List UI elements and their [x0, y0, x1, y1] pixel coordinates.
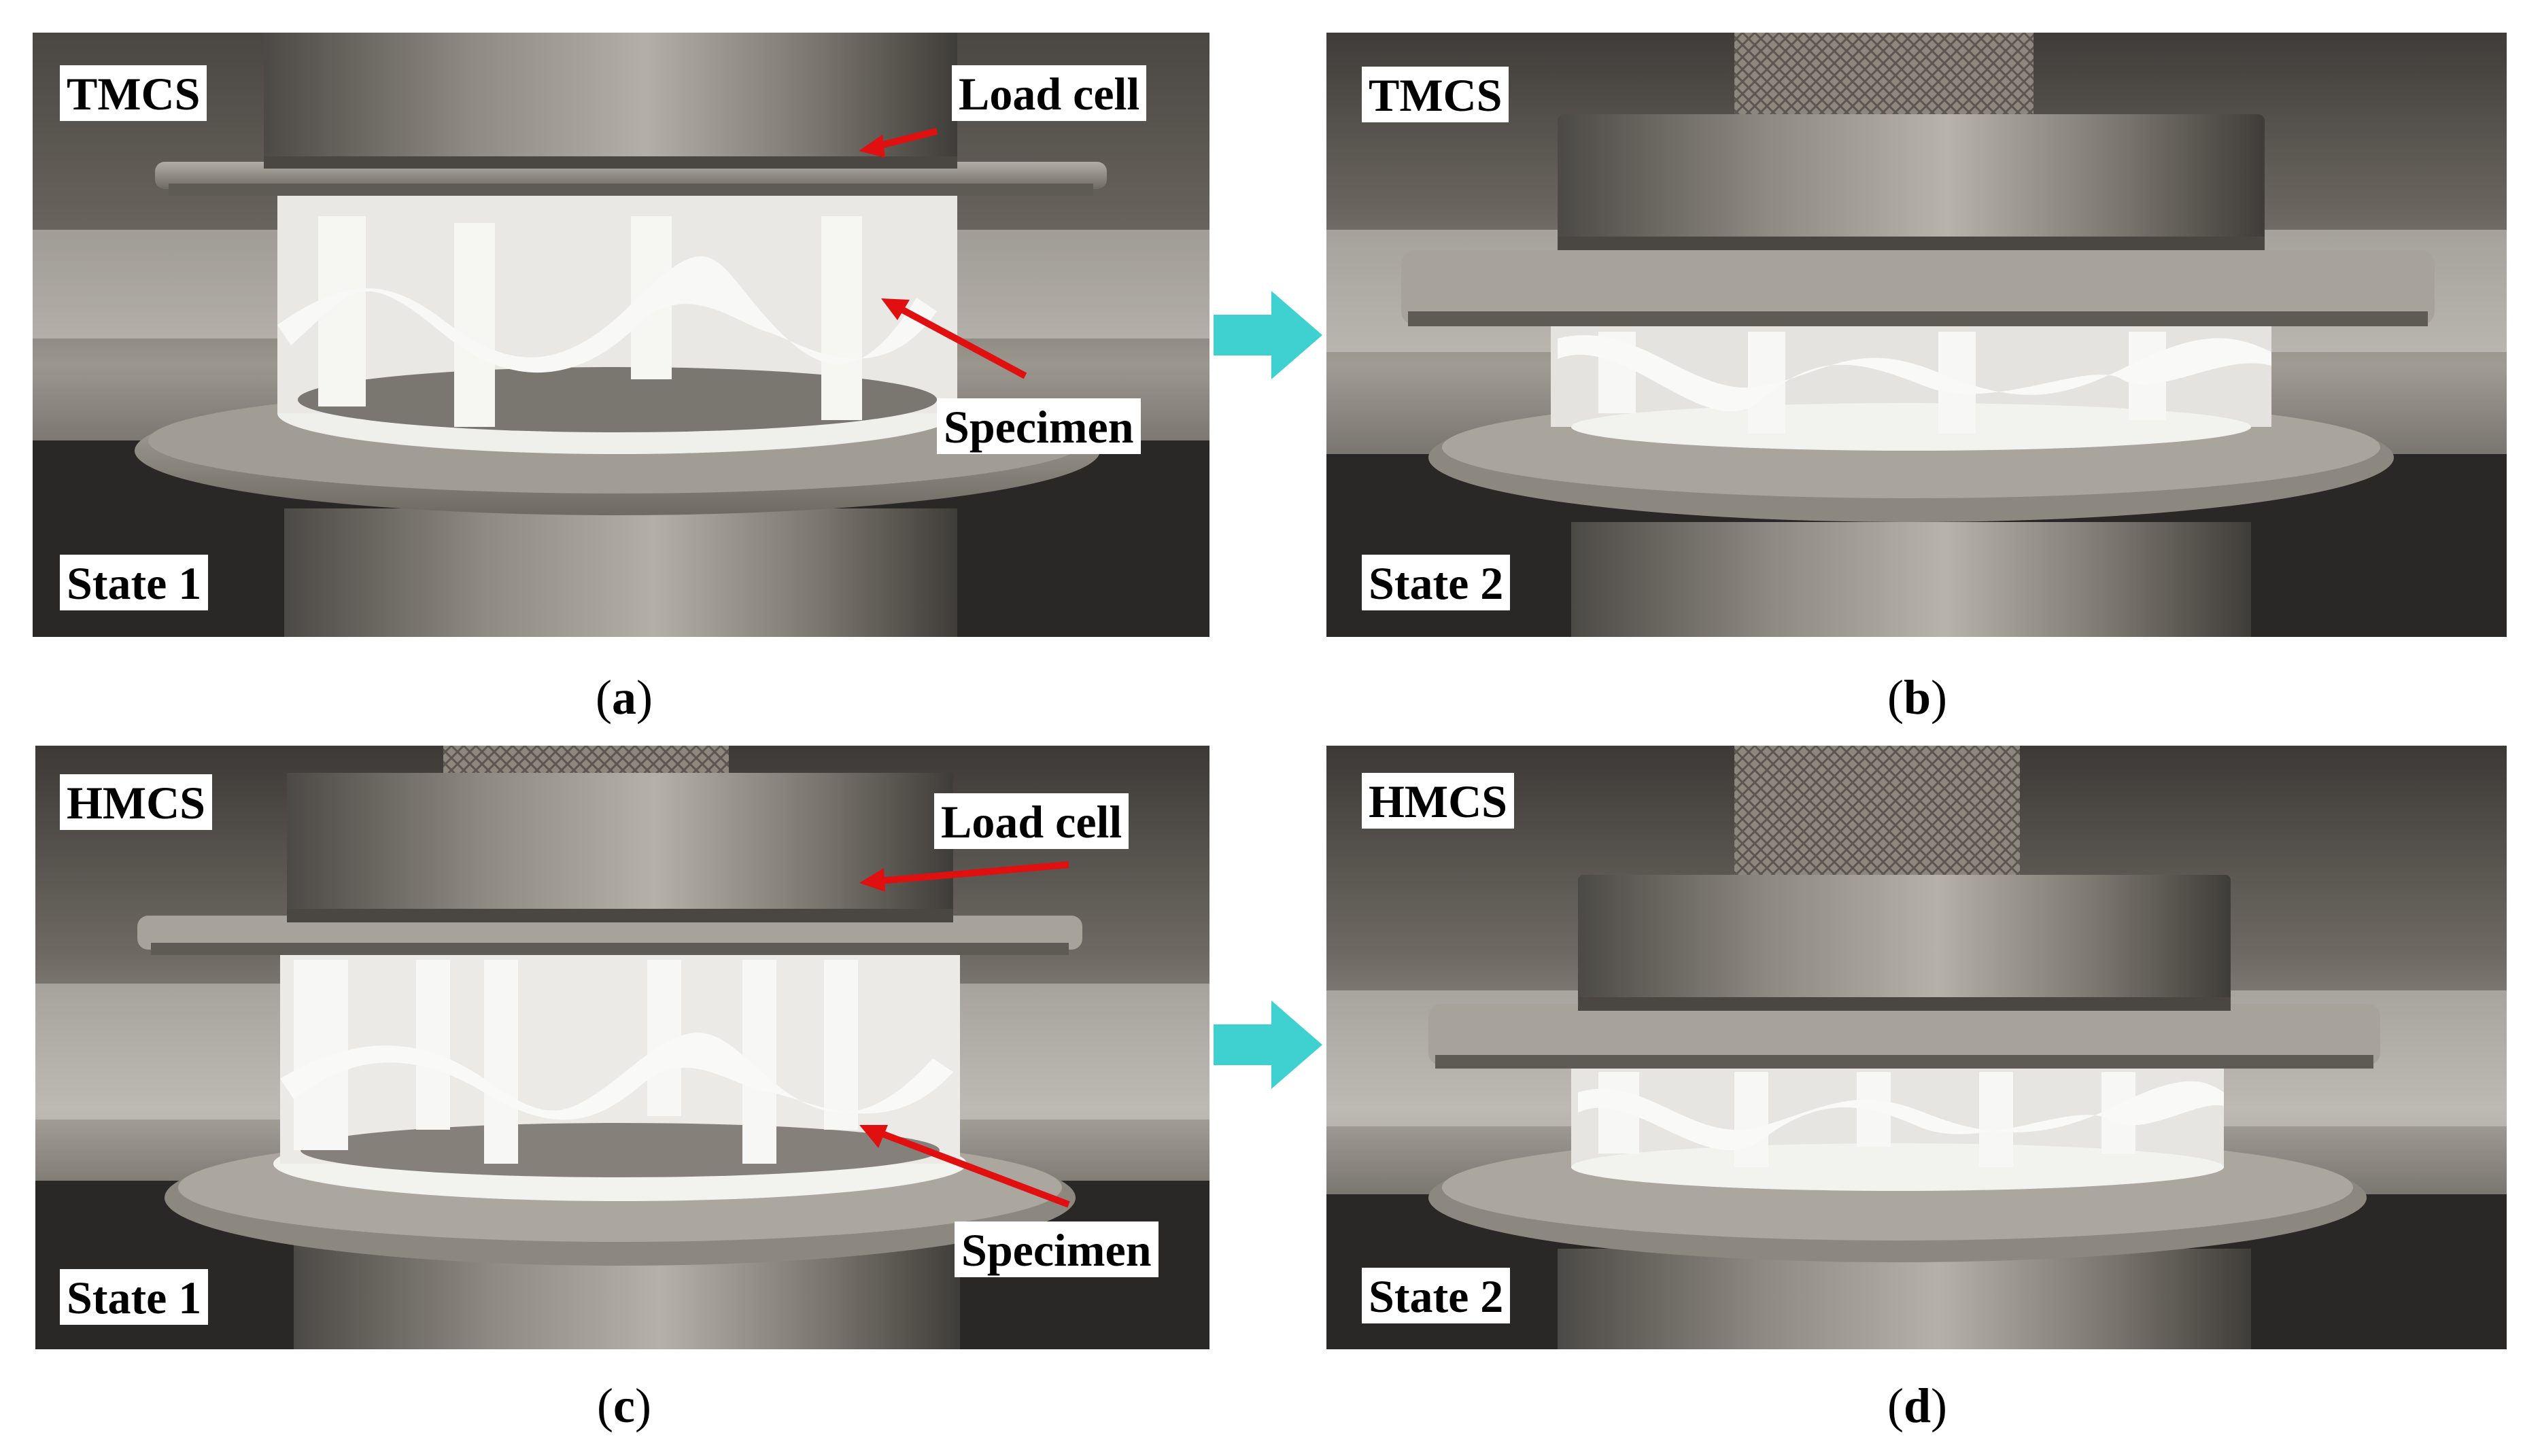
- specimen-label: Specimen: [955, 1221, 1159, 1277]
- caption-d: (d): [1887, 1379, 1947, 1433]
- specimen-type-label: TMCS: [60, 65, 207, 121]
- state-label: State 1: [60, 555, 209, 610]
- state-label: State 2: [1362, 1268, 1511, 1323]
- photo-panel-c: HMCS State 1 Load cell Specimen: [35, 746, 1209, 1349]
- state-label: State 1: [60, 1269, 209, 1325]
- specimen-label: Specimen: [937, 398, 1141, 454]
- load-cell-label: Load cell: [952, 65, 1147, 121]
- caption-b: (b): [1887, 670, 1947, 725]
- photo-tmcs-state1: [33, 33, 1209, 637]
- specimen-type-label: HMCS: [60, 774, 212, 830]
- caption-c: (c): [597, 1379, 651, 1433]
- photo-panel-d: HMCS State 2: [1326, 746, 2507, 1349]
- caption-a: (a): [596, 670, 653, 725]
- load-cell-label: Load cell: [934, 793, 1129, 849]
- photo-tmcs-state2: [1326, 33, 2507, 637]
- transition-arrow-icon: [1214, 1001, 1322, 1089]
- transition-arrow-icon: [1214, 291, 1322, 379]
- specimen-type-label: HMCS: [1362, 773, 1514, 829]
- photo-panel-b: TMCS State 2: [1326, 33, 2507, 637]
- specimen-type-label: TMCS: [1362, 67, 1509, 122]
- photo-panel-a: TMCS State 1 Load cell Specimen: [33, 33, 1209, 637]
- state-label: State 2: [1362, 555, 1511, 610]
- photo-hmcs-state2: [1326, 746, 2507, 1349]
